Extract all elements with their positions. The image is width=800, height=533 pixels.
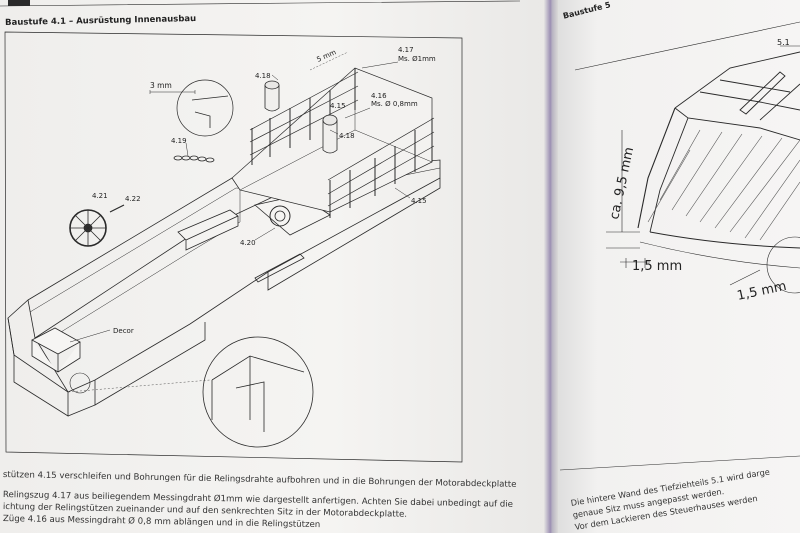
label-4-19: 4.19 — [171, 137, 187, 145]
book-spine — [544, 0, 558, 533]
right-page — [553, 0, 800, 533]
label-4-17: 4.17 — [398, 46, 414, 54]
label-4-17-sub: Ms. Ø1mm — [398, 55, 436, 63]
label-decor: Decor — [113, 327, 134, 335]
label-4-15-bottom: 4.15 — [411, 197, 427, 205]
dimension-9-5mm: ca. 9,5 mm — [607, 146, 637, 221]
label-4-22: 4.22 — [125, 195, 141, 203]
label-4-18-top: 4.18 — [255, 72, 271, 80]
label-5-1: 5.1 — [777, 38, 790, 47]
dimension-1-5mm-right: 1,5 mm — [736, 279, 788, 304]
label-4-18-bottom: 4.18 — [339, 132, 355, 140]
label-4-15-top: 4.15 — [330, 102, 346, 110]
label-4-20: 4.20 — [240, 239, 256, 247]
dimension-3mm: 3 mm — [150, 81, 172, 90]
label-4-21: 4.21 — [92, 192, 108, 200]
dimension-1-5mm-left: 1,5 mm — [632, 259, 682, 274]
label-4-16: 4.16 — [371, 92, 387, 100]
label-4-16-sub: Ms. Ø 0,8mm — [371, 100, 418, 108]
